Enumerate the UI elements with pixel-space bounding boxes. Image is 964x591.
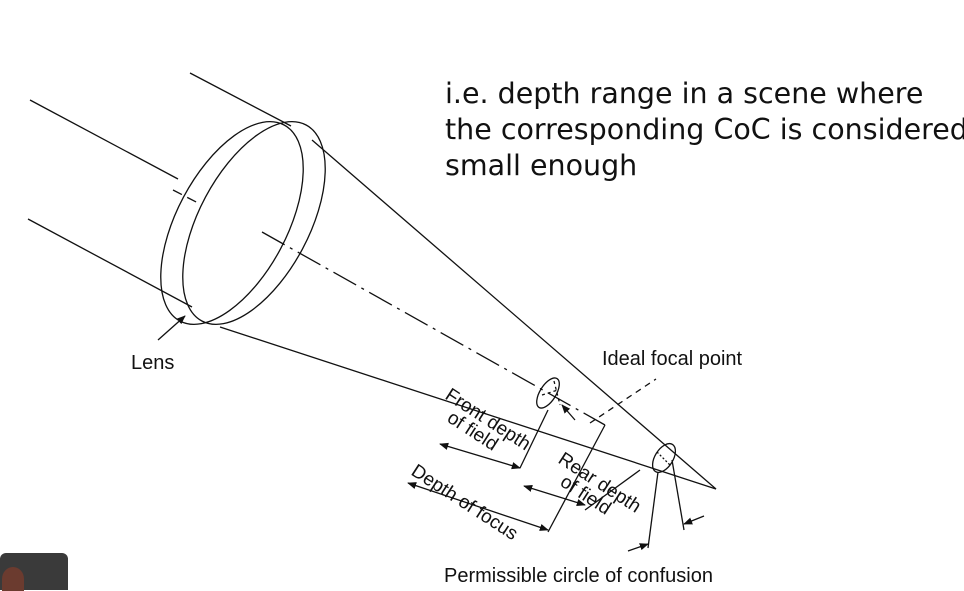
front-coc-pointer bbox=[561, 404, 576, 421]
caption-line-1: i.e. depth range in a scene where bbox=[445, 77, 924, 110]
incoming-ray-upper bbox=[29, 99, 179, 180]
depth-of-focus-label: Depth of focus bbox=[407, 461, 521, 545]
caption-line-2: the corresponding CoC is considered bbox=[445, 113, 964, 146]
front-extension bbox=[519, 409, 549, 469]
coc-extension-right bbox=[671, 459, 685, 531]
depth-of-focus-dimension bbox=[407, 482, 549, 531]
coc-extension-left bbox=[647, 471, 659, 549]
cone-ray-top bbox=[311, 139, 717, 490]
caption-line-3: small enough bbox=[445, 149, 638, 182]
coc-dimension-arrow-left bbox=[627, 543, 649, 552]
front-coc-disc bbox=[536, 377, 561, 409]
focal-plane-line bbox=[589, 378, 657, 424]
front-depth-dimension bbox=[439, 442, 521, 470]
rear-extension bbox=[584, 469, 641, 511]
ideal-focal-point-label: Ideal focal point bbox=[602, 348, 743, 370]
lens-pointer bbox=[157, 315, 186, 341]
incoming-ray-top bbox=[189, 72, 292, 127]
lens bbox=[160, 120, 326, 326]
rear-coc-disc bbox=[651, 442, 677, 474]
optical-axis-front bbox=[172, 189, 201, 205]
cone-ray-bottom bbox=[219, 326, 717, 490]
caption: i.e. depth range in a scene where the co… bbox=[445, 76, 964, 184]
incoming-ray-lower bbox=[27, 218, 193, 308]
optical-axis-cone bbox=[261, 231, 606, 426]
presenter-video-thumbnail bbox=[0, 553, 68, 591]
permissible-coc-label: Permissible circle of confusion bbox=[444, 565, 713, 587]
depth-of-focus-extension bbox=[547, 424, 606, 533]
coc-dimension-arrow-right bbox=[683, 515, 705, 525]
lens-label: Lens bbox=[131, 352, 174, 374]
